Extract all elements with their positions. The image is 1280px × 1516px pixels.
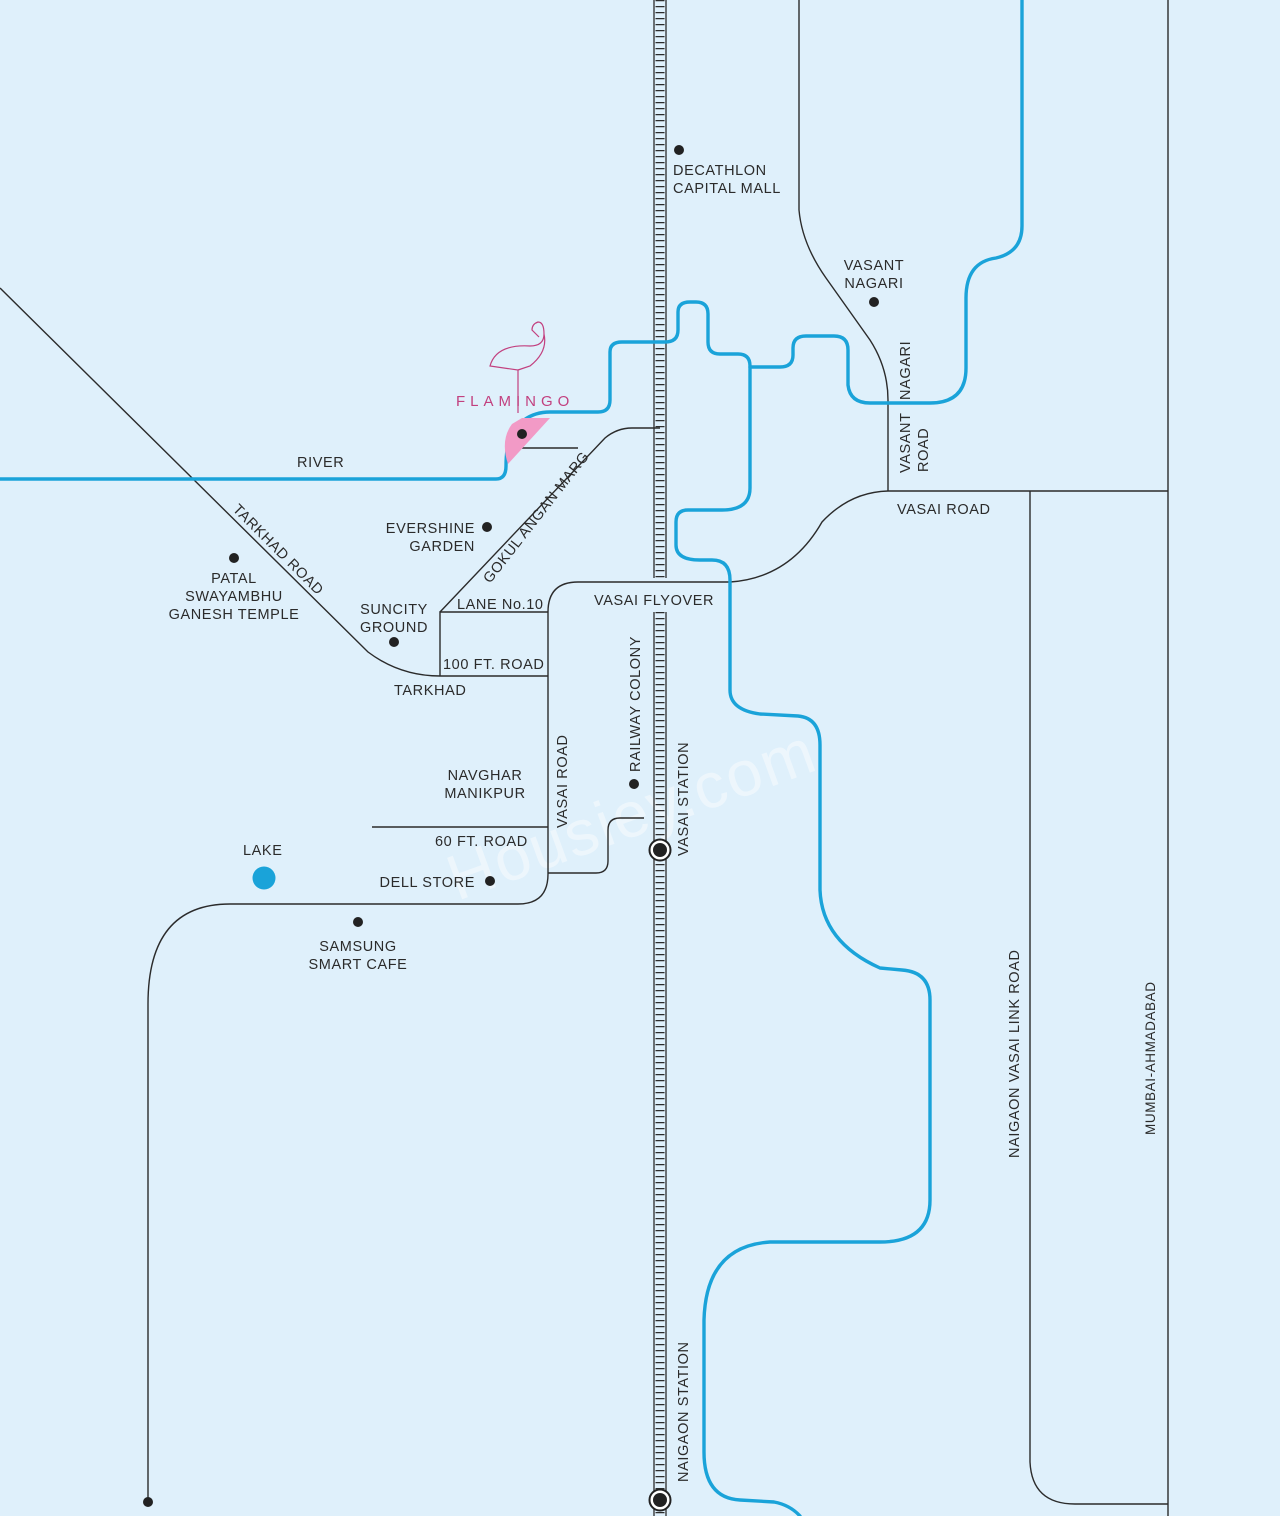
lane-10-label: LANE No.10 bbox=[457, 597, 544, 613]
patal-label-2: SWAYAMBHU bbox=[185, 589, 283, 605]
brand-name: FLAMINGO bbox=[456, 393, 574, 410]
road-end-dot bbox=[143, 1497, 153, 1507]
patal-label-3: GANESH TEMPLE bbox=[169, 607, 300, 623]
decathlon-label-2: CAPITAL MALL bbox=[673, 181, 781, 197]
tarkhad-road-line bbox=[0, 287, 548, 677]
road-100ft-label: 100 FT. ROAD bbox=[443, 657, 544, 673]
patal-temple-dot[interactable] bbox=[229, 553, 239, 563]
landmark-labels: DECATHLON CAPITAL MALL VASANT NAGARI EVE… bbox=[169, 163, 905, 973]
flamingo-icon bbox=[489, 321, 546, 413]
vasai-flyover-label: VASAI FLYOVER bbox=[594, 593, 714, 609]
navghar-label-2: MANIKPUR bbox=[444, 786, 525, 802]
patal-label-1: PATAL bbox=[211, 571, 257, 587]
road-60ft-label: 60 FT. ROAD bbox=[435, 834, 528, 850]
suncity-dot[interactable] bbox=[389, 637, 399, 647]
dell-store-label: DELL STORE bbox=[380, 875, 475, 891]
railway-colony-label: RAILWAY COLONY bbox=[628, 636, 644, 772]
vasant-nagari-road-line bbox=[798, 0, 889, 491]
samsung-label-2: SMART CAFE bbox=[309, 957, 408, 973]
nagari-label: NAGARI bbox=[898, 341, 914, 400]
evershine-dot[interactable] bbox=[482, 522, 492, 532]
roads bbox=[0, 0, 1169, 1516]
vasant-nagari-label-1: VASANT bbox=[844, 258, 905, 274]
lake-marker[interactable] bbox=[252, 866, 276, 890]
rivers bbox=[0, 0, 1024, 1516]
suncity-label-2: GROUND bbox=[360, 620, 428, 636]
mumbai-ahmadabad-label: MUMBAI-AHMADABAD bbox=[1143, 981, 1158, 1135]
river-label: RIVER bbox=[297, 455, 344, 471]
naigaon-station-marker[interactable] bbox=[648, 1488, 672, 1512]
site-area bbox=[504, 418, 550, 464]
dell-store-dot[interactable] bbox=[485, 876, 495, 886]
samsung-label-1: SAMSUNG bbox=[319, 939, 397, 955]
decathlon-dot[interactable] bbox=[674, 145, 684, 155]
site-dot bbox=[517, 429, 527, 439]
vasant-nagari-dot[interactable] bbox=[869, 297, 879, 307]
river-east bbox=[748, 0, 1024, 405]
naigaon-vasai-link-road-label: NAIGAON VASAI LINK ROAD bbox=[1007, 949, 1023, 1158]
railway-line bbox=[653, 0, 667, 1516]
lake-label: LAKE bbox=[243, 843, 282, 859]
vasant-label: VASANT bbox=[898, 412, 914, 473]
tarkhad-label: TARKHAD bbox=[394, 683, 466, 699]
river-main bbox=[0, 300, 932, 1516]
vasai-road-vertical-label: VASAI ROAD bbox=[555, 734, 571, 828]
vasai-station-label: VASAI STATION bbox=[676, 742, 692, 856]
naigaon-station-label: NAIGAON STATION bbox=[676, 1341, 692, 1482]
vasai-road-label: VASAI ROAD bbox=[897, 502, 991, 518]
evershine-label-1: EVERSHINE bbox=[386, 521, 475, 537]
gokul-angan-marg-line bbox=[439, 427, 660, 613]
suncity-label-1: SUNCITY bbox=[360, 602, 428, 618]
vasai-road-vertical-line bbox=[547, 490, 1168, 676]
decathlon-label-1: DECATHLON bbox=[673, 163, 767, 179]
road-label: ROAD bbox=[916, 428, 932, 472]
railway-colony-road bbox=[548, 817, 644, 874]
railway-colony-dot[interactable] bbox=[629, 779, 639, 789]
flamingo-site[interactable]: FLAMINGO bbox=[456, 321, 574, 464]
vasai-station-marker[interactable] bbox=[648, 838, 672, 862]
vasai-road-lower-line bbox=[147, 676, 549, 1500]
naigaon-vasai-link-road-line bbox=[1029, 491, 1168, 1505]
vasant-nagari-label-2: NAGARI bbox=[844, 276, 903, 292]
navghar-label-1: NAVGHAR bbox=[448, 768, 523, 784]
evershine-label-2: GARDEN bbox=[409, 539, 475, 555]
samsung-dot[interactable] bbox=[353, 917, 363, 927]
